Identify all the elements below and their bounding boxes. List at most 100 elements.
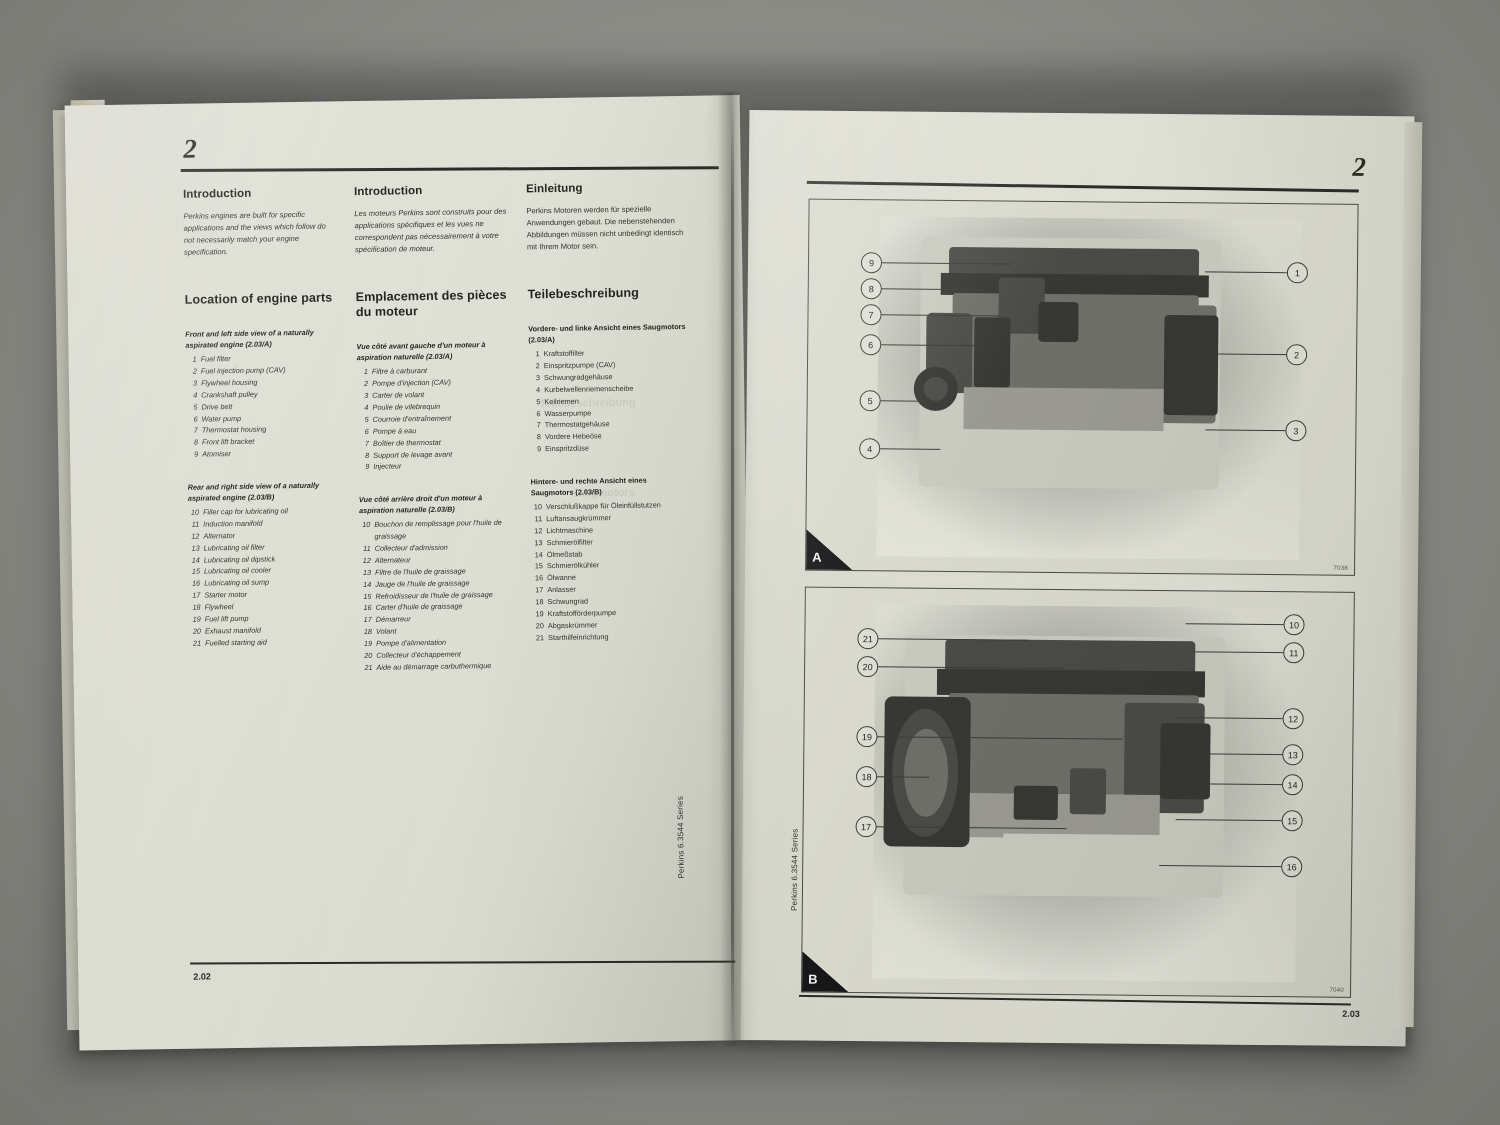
figure-b-callout-14: 14: [1281, 774, 1304, 796]
part-number: 18: [363, 627, 373, 637]
part-number: 10: [533, 502, 543, 512]
part-label: Injecteur: [373, 461, 402, 472]
figure-a-callout-8: 8: [860, 278, 882, 300]
part-number: 16: [191, 578, 201, 589]
part-number: 15: [363, 591, 372, 601]
group-a-title-en: Front and left side view of a naturally …: [185, 327, 314, 350]
part-number: 14: [191, 555, 200, 565]
part-number: 20: [364, 650, 373, 661]
figure-b-callout-12: 12: [1282, 708, 1304, 730]
part-number: 3: [535, 373, 541, 383]
part-number: 6: [193, 414, 198, 424]
intro-body-fr: Les moteurs Perkins sont construits pour…: [354, 206, 507, 255]
part-number: 1: [192, 354, 197, 364]
part-number: 3: [364, 391, 369, 401]
part-label: Starthilfeinrichtung: [548, 631, 609, 642]
part-number: 21: [535, 632, 545, 643]
part-number: 19: [192, 614, 201, 624]
part-number: 13: [191, 543, 200, 553]
figure-a-callout-4: 4: [859, 438, 881, 460]
part-number: 4: [364, 402, 369, 412]
part-number: 1: [535, 349, 540, 359]
figure-a-callout-3: 3: [1285, 420, 1307, 442]
right-page-number: 2.03: [1342, 1008, 1360, 1019]
figure-a-photo: [876, 216, 1303, 561]
group-b-title-en: Rear and right side view of a naturally …: [187, 480, 320, 503]
part-number: 5: [536, 396, 541, 406]
column-french: Introduction Les moteurs Perkins sont co…: [354, 183, 522, 674]
figure-b-callout-20: 20: [857, 656, 879, 678]
part-number: 16: [534, 573, 544, 583]
figure-b-callout-18: 18: [855, 766, 878, 788]
part-number: 17: [363, 615, 372, 625]
part-label: Bouchon de remplissage pour l'huile de g…: [374, 518, 502, 541]
part-number: 12: [534, 525, 543, 536]
figure-a-callout-5: 5: [859, 390, 881, 412]
part-number: 8: [193, 437, 199, 447]
part-number: 7: [364, 438, 370, 448]
left-page: 2 Teilebeschreibung Saugmotors Introduct…: [64, 95, 755, 1051]
part-number: 20: [535, 621, 544, 631]
section-heading-fr: Emplacement des pièces du moteur: [355, 287, 507, 320]
figure-a-corner-label: A: [806, 529, 853, 571]
right-page-spine-text: Perkins 6.3544 Series: [789, 828, 800, 912]
part-number: 16: [363, 603, 372, 613]
figure-a-callout-9: 9: [860, 252, 883, 274]
part-number: 6: [364, 426, 369, 436]
part-number: 20: [192, 626, 202, 636]
part-number: 18: [535, 597, 544, 607]
part-label: Atomiser: [202, 449, 232, 459]
figure-a-callout-7: 7: [860, 304, 882, 326]
figure-b-box: 21 20 19 18 17 10 11 12 13 14 15 16: [800, 586, 1355, 998]
group-a-title-de: Vordere- und linke Ansicht eines Saugmot…: [528, 322, 686, 345]
figure-b-callout-19: 19: [856, 726, 878, 748]
part-number: 19: [363, 639, 373, 649]
part-number: 5: [364, 414, 369, 424]
figure-b-callout-15: 15: [1281, 810, 1303, 832]
part-number: 4: [193, 390, 198, 400]
part-number: 7: [193, 426, 198, 436]
part-number: 12: [362, 555, 371, 565]
section-heading-en: Location of engine parts: [184, 290, 333, 307]
group-a-title-fr: Vue côté avant gauche d'un moteur à aspi…: [356, 340, 486, 363]
part-number: 4: [536, 384, 541, 395]
figure-a-callout-6: 6: [860, 334, 882, 356]
part-number: 13: [534, 537, 543, 547]
part-label: Einspritzdüse: [545, 443, 589, 454]
left-page-footer-rule: [190, 960, 736, 965]
part-number: 19: [535, 609, 544, 619]
part-number: 8: [365, 450, 370, 460]
figure-b-callout-17: 17: [855, 816, 877, 838]
part-number: 14: [534, 549, 543, 559]
part-number: 3: [192, 378, 198, 388]
figure-b-callout-21: 21: [857, 628, 879, 650]
column-english: Introduction Perkins engines are built f…: [183, 185, 340, 649]
part-number: 5: [193, 402, 198, 412]
part-number: 17: [535, 585, 544, 595]
right-page: 2 9 8: [740, 110, 1415, 1047]
part-number: 11: [534, 514, 543, 524]
part-number: 18: [192, 602, 201, 612]
figure-b-callout-10: 10: [1283, 614, 1305, 636]
right-page-chapter-number: 2: [1352, 151, 1367, 182]
figure-a-callout-1: 1: [1286, 262, 1309, 284]
part-number: 14: [363, 579, 372, 589]
part-number: 9: [536, 444, 542, 454]
left-page-chapter-number: 2: [183, 133, 198, 164]
group-b-title-fr: Vue côté arrière droit d'un moteur à asp…: [358, 493, 483, 516]
part-number: 9: [194, 449, 199, 459]
part-number: 11: [363, 543, 371, 554]
figure-a-code: 7038: [1333, 565, 1349, 572]
left-page-spine-text: Perkins 6.3544 Series: [675, 796, 686, 879]
right-page-header-rule: [806, 180, 1359, 193]
intro-heading-de: Einleitung: [525, 182, 583, 196]
